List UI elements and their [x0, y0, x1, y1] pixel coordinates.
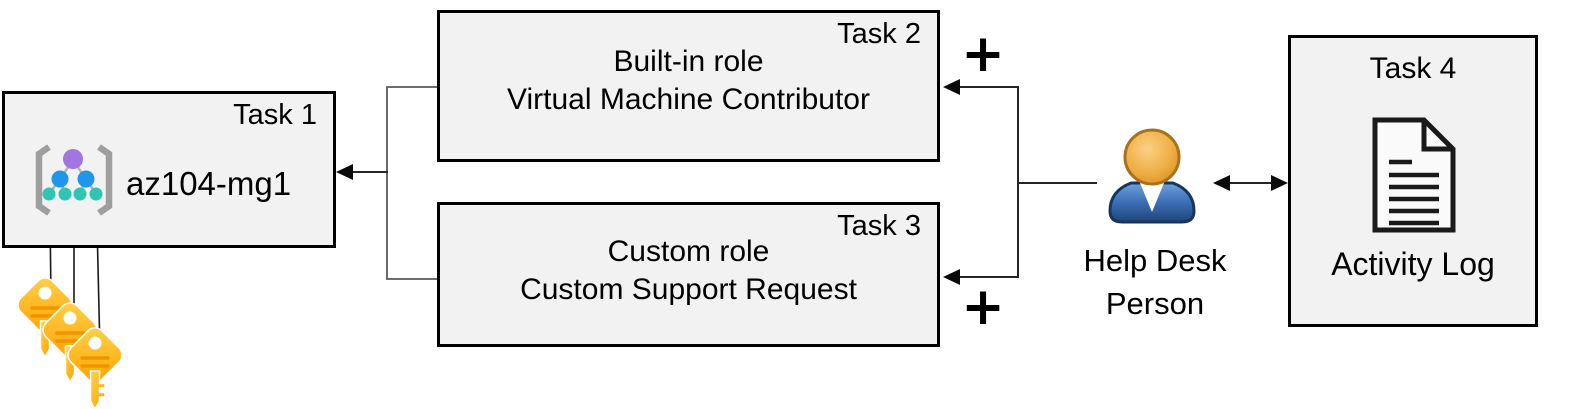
- task3-text: Custom role Custom Support Request: [440, 233, 937, 309]
- person-label: Help Desk Person: [1060, 239, 1250, 325]
- person-collar: [1140, 183, 1164, 212]
- task2-tag: Task 2: [837, 18, 921, 50]
- plus-symbol-top: +: [961, 24, 1005, 84]
- task3-box: Task 3 Custom role Custom Support Reques…: [437, 202, 940, 347]
- person-label-line2: Person: [1105, 286, 1205, 321]
- document-fold: [1421, 120, 1453, 152]
- task3-line1: Custom role: [607, 235, 770, 268]
- task4-box: Task 4 Activity Log: [1288, 35, 1538, 327]
- mg-node-blue-2: [77, 170, 95, 188]
- mg-leaf-2: [58, 187, 72, 201]
- task1-tag: Task 1: [233, 99, 317, 131]
- connector-bracket-right: [957, 86, 1019, 278]
- document-icon: [1372, 117, 1456, 233]
- person-icon: [1108, 128, 1196, 224]
- mg-leaf-4: [89, 187, 103, 201]
- mg-bracket-right: [97, 144, 113, 216]
- task2-box: Task 2 Built-in role Virtual Machine Con…: [437, 10, 940, 162]
- mg-leaf-3: [73, 187, 87, 201]
- person-label-line1: Help Desk: [1083, 243, 1227, 278]
- task2-line1: Built-in role: [613, 45, 764, 78]
- document-lines: [1389, 172, 1439, 226]
- arrowhead-task4: [1271, 175, 1288, 191]
- task1-title: az104-mg1: [126, 165, 292, 202]
- plus-symbol-bottom: +: [961, 277, 1005, 337]
- task4-tag: Task 4: [1369, 52, 1457, 85]
- mg-root-node: [63, 149, 83, 169]
- task1-box: Task 1 az104-mg1: [2, 91, 336, 248]
- arrowhead-task3: [943, 269, 960, 285]
- task2-text: Built-in role Virtual Machine Contributo…: [440, 43, 937, 119]
- mg-node-blue-1: [51, 170, 69, 188]
- arrowhead-task2: [943, 79, 960, 95]
- mg-bracket-left: [35, 144, 51, 216]
- connector-bracket-left: [386, 86, 438, 280]
- keys-icon: [18, 277, 123, 408]
- mg-leaf-1: [42, 187, 56, 201]
- arrowhead-person: [1213, 175, 1230, 191]
- task2-line2: Virtual Machine Contributor: [507, 83, 870, 116]
- arrowhead-task1: [336, 164, 353, 180]
- task3-line2: Custom Support Request: [520, 273, 857, 306]
- management-group-icon: [35, 144, 113, 216]
- task3-tag: Task 3: [837, 210, 921, 242]
- task4-caption: Activity Log: [1331, 246, 1495, 282]
- key-3: [67, 327, 123, 408]
- person-head: [1123, 128, 1181, 186]
